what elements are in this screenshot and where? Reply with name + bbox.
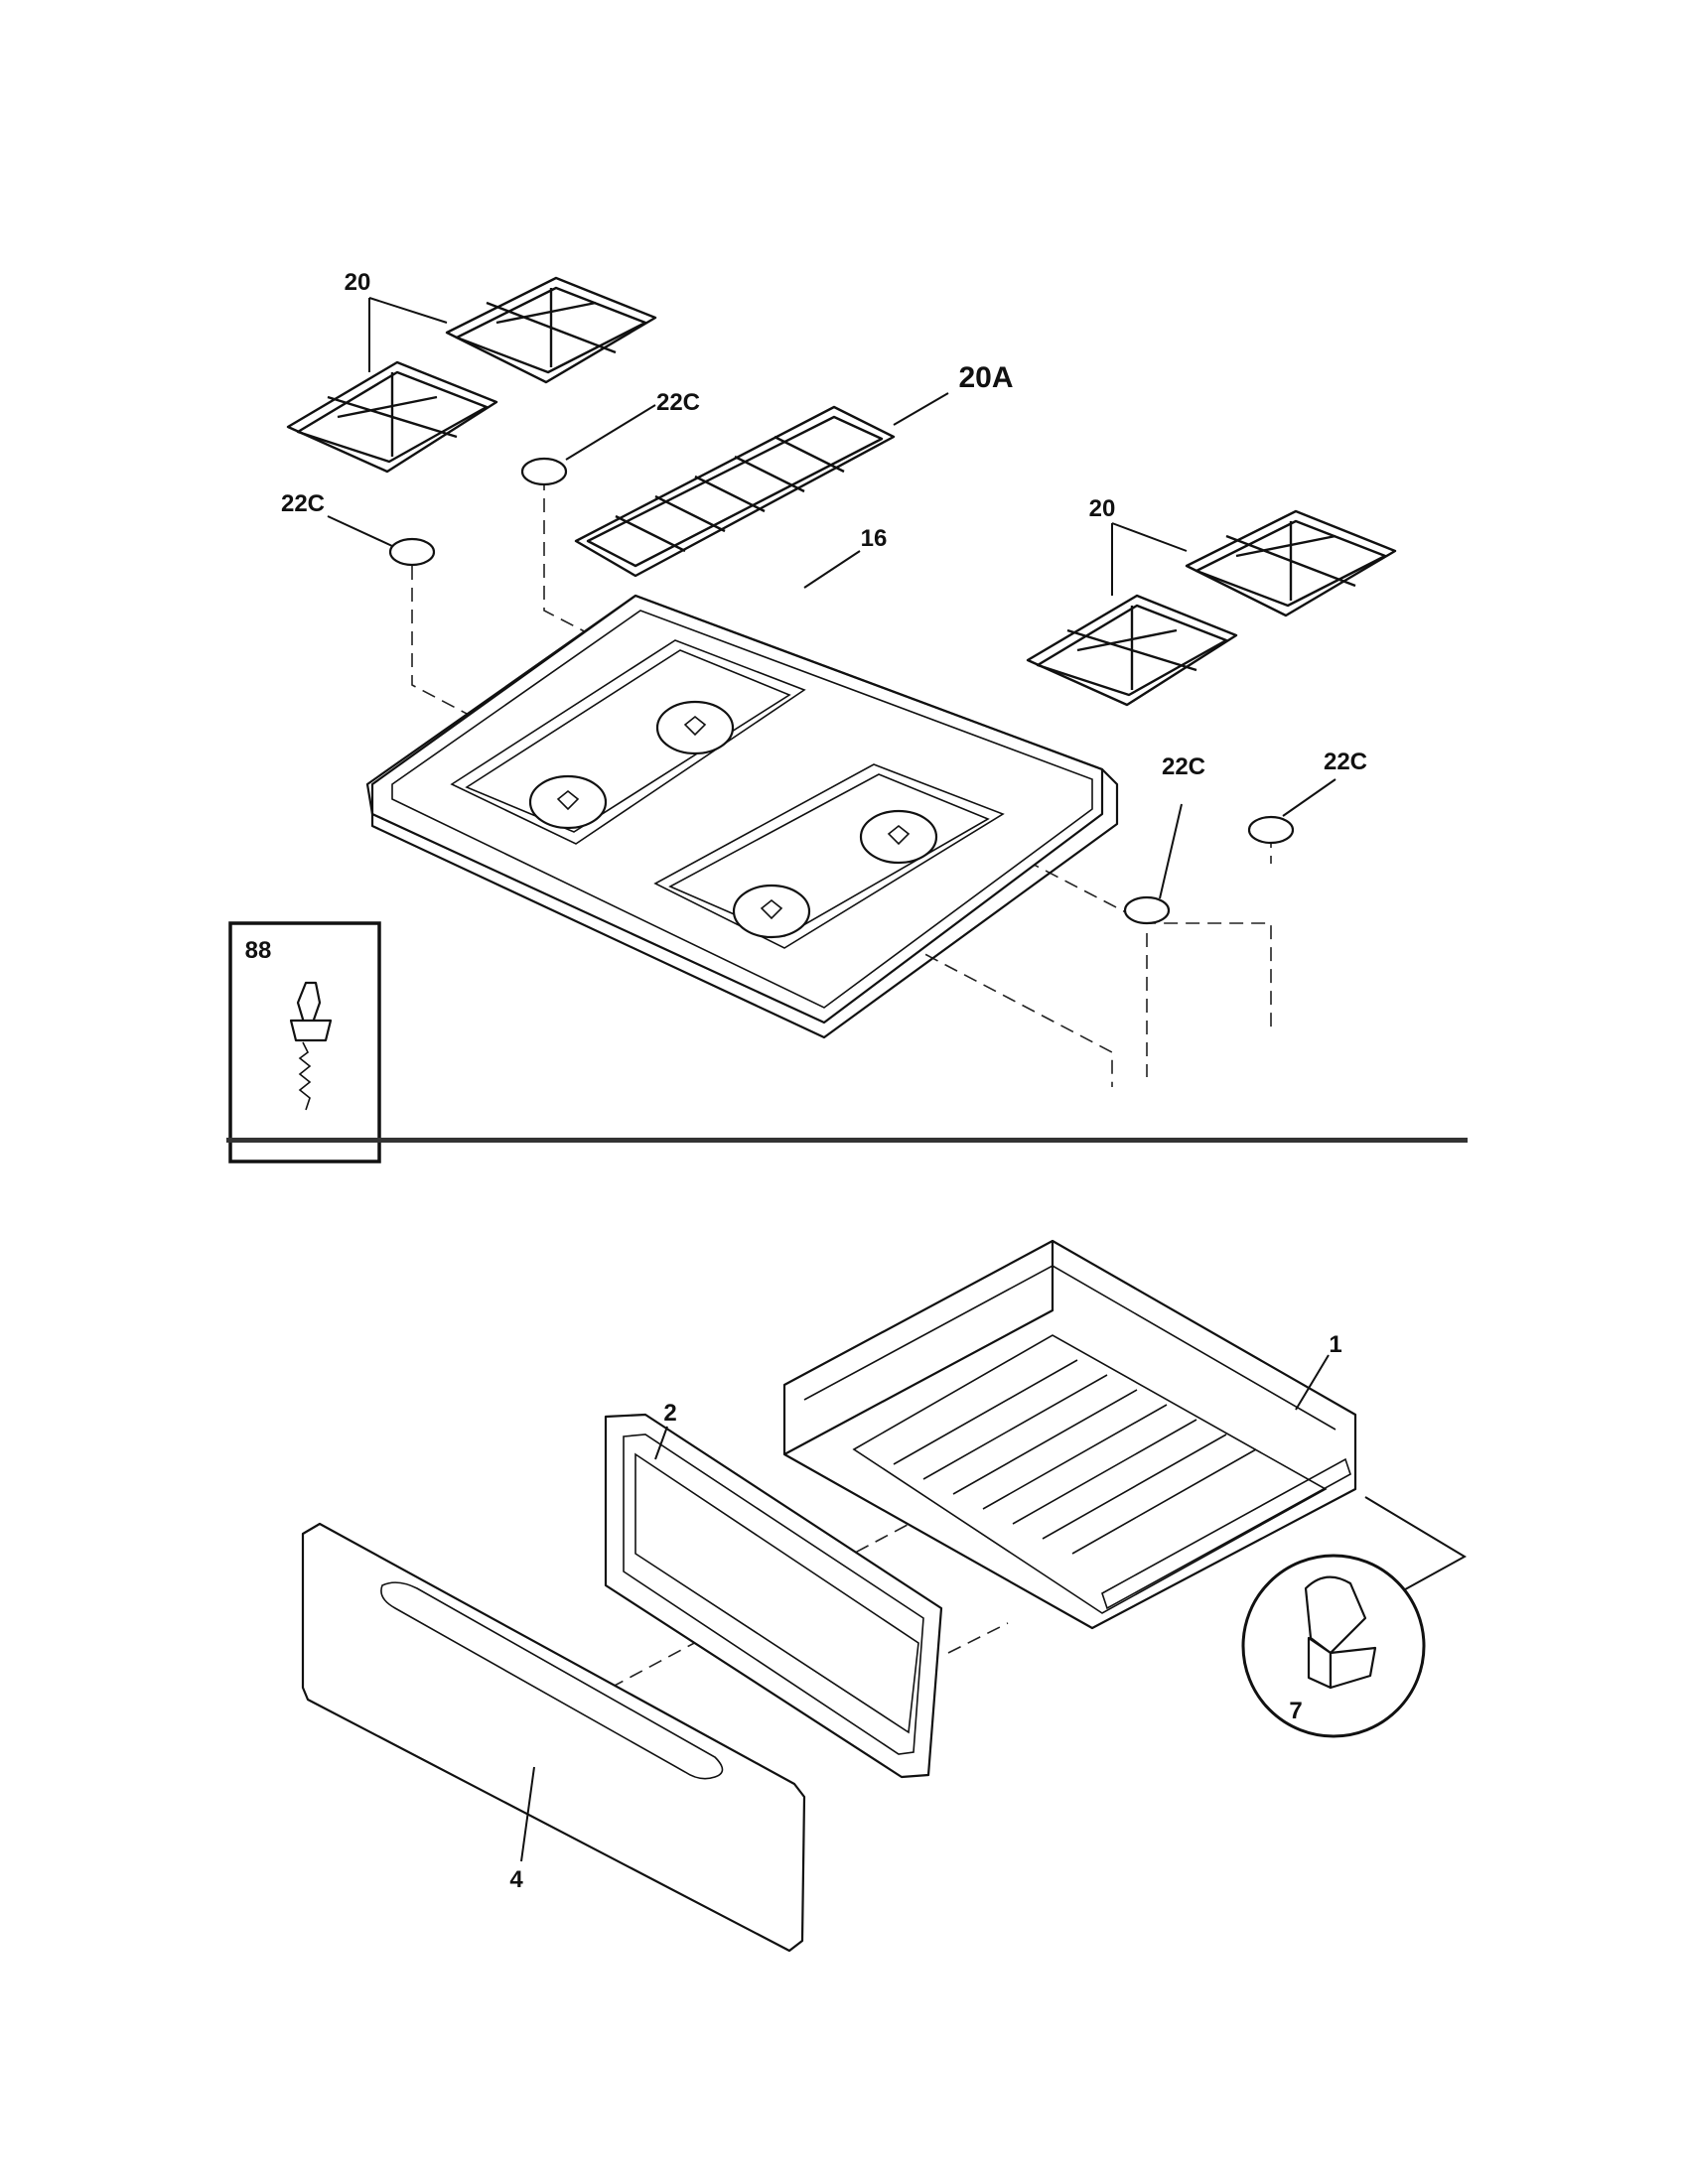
grate-center-part-20a bbox=[574, 405, 896, 578]
drawer-body-part-1 bbox=[782, 1239, 1357, 1630]
cooktop-part-16 bbox=[365, 594, 1119, 1039]
drawer-front-part-4 bbox=[301, 1522, 806, 1953]
callout-20-upper-left: 20 bbox=[345, 269, 371, 296]
callout-20-right: 20 bbox=[1089, 495, 1116, 522]
section-divider bbox=[226, 1138, 1468, 1143]
callout-2: 2 bbox=[663, 1400, 676, 1427]
callout-4: 4 bbox=[509, 1866, 523, 1893]
leader-lines-bottom bbox=[520, 1354, 1330, 1862]
screw-inset-box bbox=[228, 921, 381, 1163]
callout-22c-3: 22C bbox=[1162, 753, 1205, 780]
callout-7: 7 bbox=[1289, 1698, 1302, 1724]
drawer-liner-part-2 bbox=[604, 1413, 943, 1779]
grate-upper-left-part-20 bbox=[286, 276, 657, 474]
grate-right-part-20 bbox=[1026, 509, 1397, 707]
callout-88: 88 bbox=[245, 937, 272, 964]
clip-inset-circle bbox=[1241, 1554, 1426, 1738]
callout-22c-1: 22C bbox=[656, 389, 700, 416]
callout-22c-4: 22C bbox=[1324, 749, 1367, 775]
grate-feet-part-22c bbox=[388, 457, 1295, 925]
callout-1: 1 bbox=[1329, 1331, 1341, 1358]
callout-22c-2: 22C bbox=[281, 490, 325, 517]
callout-16: 16 bbox=[861, 525, 888, 552]
leader-lines-top bbox=[327, 297, 1336, 899]
callout-20a: 20A bbox=[958, 361, 1013, 394]
clip-leader bbox=[1364, 1496, 1468, 1594]
